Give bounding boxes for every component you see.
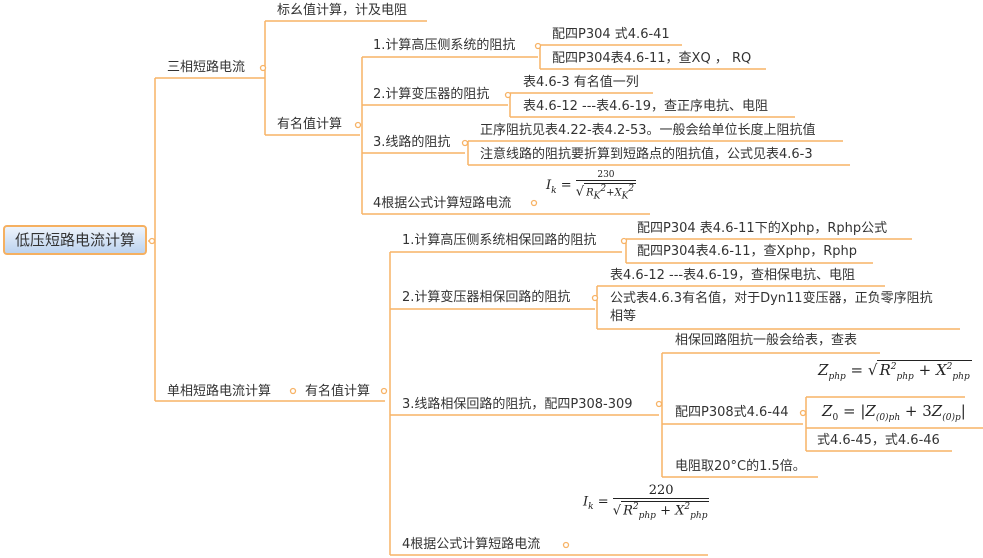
node-1p-step4[interactable]: 4根据公式计算短路电流 xyxy=(402,537,541,552)
node-eq-4-6-45[interactable]: 式4.6-45，式4.6-46 xyxy=(817,433,940,448)
node-3p-step3[interactable]: 3.线路的阻抗 xyxy=(373,135,451,150)
collapse-dot-icon xyxy=(461,139,469,147)
formula-zphp[interactable]: Zphp = √R2php + X2php xyxy=(818,360,972,382)
node-3p-step1[interactable]: 1.计算高压侧系统的阻抗 xyxy=(373,38,516,53)
node-3p-step2[interactable]: 2.计算变压器的阻抗 xyxy=(373,87,490,102)
node-1p-step1[interactable]: 1.计算高压侧系统相保回路的阻抗 xyxy=(402,233,597,248)
node-named-value-3p[interactable]: 有名值计算 xyxy=(277,117,343,132)
node-1p-step1-b[interactable]: 配四P304表4.6-11，查Xphp，Rphp xyxy=(637,244,857,259)
node-single-phase[interactable]: 单相短路电流计算 xyxy=(167,384,272,399)
formula-ik-230[interactable]: Ik = 230 √RK2+XK2 xyxy=(546,170,637,202)
node-1p-step2-b-cont: 相等 xyxy=(610,309,637,324)
node-1p-step3-b[interactable]: 配四P308式4.6-44 xyxy=(675,405,789,420)
collapse-dot-icon xyxy=(799,409,807,417)
formula-z0[interactable]: Z0 = |Z(0)ph + 3Z(0)p| xyxy=(822,402,966,423)
node-3p-step2-a[interactable]: 表4.6-3 有名值一列 xyxy=(523,75,639,90)
node-1p-step3-a[interactable]: 相保回路阻抗一般会给表，查表 xyxy=(675,333,858,348)
formula-ik-220[interactable]: Ik = 220 √R2pℎp + X2pℎp xyxy=(583,483,710,521)
node-1p-step2-b[interactable]: 公式表4.6.3有名值，对于Dyn11变压器，正负零序阻抗 xyxy=(610,291,933,306)
collapse-dot-icon xyxy=(504,91,512,99)
collapse-dot-icon xyxy=(148,237,156,245)
node-1p-step1-a[interactable]: 配四P304 表4.6-11下的Xphp，Rphp公式 xyxy=(637,221,888,236)
collapse-dot-icon xyxy=(562,541,570,549)
node-3p-step1-b[interactable]: 配四P304表4.6-11，查XQ ， RQ xyxy=(552,51,752,66)
node-1p-step3-c[interactable]: 电阻取20°C的1.5倍。 xyxy=(675,459,806,474)
node-3p-step3-a[interactable]: 正序阻抗见表4.22-表4.2-53。一般会给单位长度上阻抗值 xyxy=(480,123,816,138)
node-3p-step3-b[interactable]: 注意线路的阻抗要折算到短路点的阻抗值，公式见表4.6-3 xyxy=(480,147,813,162)
node-named-value-1p[interactable]: 有名值计算 xyxy=(305,384,371,399)
collapse-dot-icon xyxy=(530,199,538,207)
collapse-dot-icon xyxy=(289,387,297,395)
collapse-dot-icon xyxy=(354,121,362,129)
node-three-phase[interactable]: 三相短路电流 xyxy=(167,60,246,75)
collapse-dot-icon xyxy=(620,237,628,245)
collapse-dot-icon xyxy=(259,64,267,72)
node-per-unit[interactable]: 标幺值计算，计及电阻 xyxy=(277,3,408,18)
collapse-dot-icon xyxy=(655,400,663,408)
node-1p-step2[interactable]: 2.计算变压器相保回路的阻抗 xyxy=(402,290,571,305)
node-1p-step2-a[interactable]: 表4.6-12 ---表4.6-19，查相保电抗、电阻 xyxy=(610,268,856,283)
root-node[interactable]: 低压短路电流计算 xyxy=(3,225,147,255)
node-3p-step1-a[interactable]: 配四P304 式4.6-41 xyxy=(552,27,670,42)
collapse-dot-icon xyxy=(380,387,388,395)
collapse-dot-icon xyxy=(591,294,599,302)
collapse-dot-icon xyxy=(534,42,542,50)
node-3p-step2-b[interactable]: 表4.6-12 ---表4.6-19，查正序电抗、电阻 xyxy=(523,99,769,114)
node-1p-step3[interactable]: 3.线路相保回路的阻抗，配四P308-309 xyxy=(402,397,633,412)
node-3p-step4[interactable]: 4根据公式计算短路电流 xyxy=(373,196,512,211)
